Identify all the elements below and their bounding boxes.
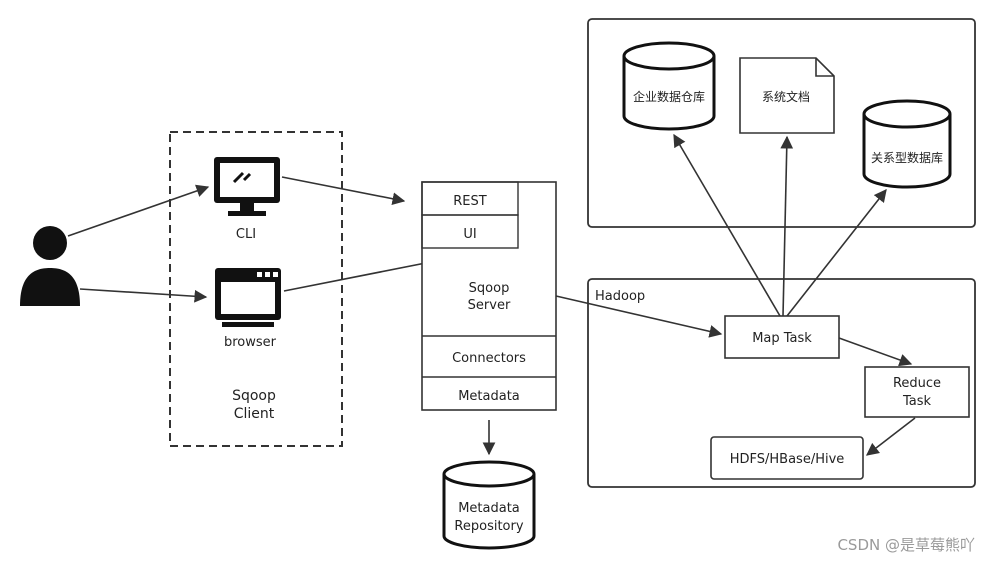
hadoop-container-box: [587, 278, 976, 488]
sqoop-client-box: [169, 131, 343, 447]
arrow-cli-to-rest: [281, 176, 406, 206]
browser-label: browser: [224, 335, 277, 350]
repository-label-line1: Metadata: [458, 501, 520, 516]
sqoop-client-label-line2: Client: [234, 406, 275, 422]
warehouse-label: 企业数据仓库: [633, 89, 705, 104]
arrow-reduce-to-hdfs: [865, 417, 916, 456]
browser-window-icon: [215, 268, 281, 327]
arrow-map-to-rdbms: [786, 188, 887, 317]
server-title-line1: Sqoop: [469, 281, 510, 296]
arrow-map-to-reduce: [838, 337, 913, 367]
arrow-user-to-cli: [67, 184, 210, 237]
cli-label: CLI: [236, 227, 256, 242]
hdfs-label: HDFS/HBase/Hive: [730, 452, 845, 467]
sqoop-client-label-line1: Sqoop: [232, 388, 276, 404]
map-task-box: [724, 315, 840, 359]
reduce-task-label-line1: Reduce: [893, 376, 941, 391]
warehouse-database-icon: [622, 41, 716, 131]
docs-label: 系统文档: [762, 89, 810, 104]
map-task-label: Map Task: [752, 331, 812, 346]
user-icon: [20, 226, 80, 306]
rdbms-label: 关系型数据库: [871, 150, 943, 165]
repository-label-line2: Repository: [454, 519, 523, 534]
hadoop-label: Hadoop: [595, 289, 645, 304]
watermark-text: CSDN @是草莓熊吖: [837, 536, 975, 554]
document-icon: [739, 57, 835, 134]
arrow-map-to-warehouse: [673, 133, 781, 317]
rdbms-database-icon: [862, 99, 952, 189]
storage-container-box: [587, 18, 976, 228]
server-title-line2: Server: [468, 298, 511, 313]
sqoop-server: [421, 181, 557, 411]
metadata-repository-cylinder: [442, 460, 536, 550]
arrow-server-to-map-task: [555, 295, 723, 338]
server-ui-label: UI: [463, 227, 476, 242]
hdfs-box: [710, 436, 864, 480]
server-rest-label: REST: [453, 194, 486, 209]
server-metadata-label: Metadata: [458, 389, 520, 404]
server-connectors-label: Connectors: [452, 351, 526, 366]
cli-monitor-icon: [214, 157, 280, 216]
arrow-user-to-browser: [79, 288, 208, 303]
arrow-map-to-docs: [780, 135, 794, 317]
reduce-task-label-line2: Task: [902, 394, 932, 409]
reduce-task-box: [864, 366, 970, 418]
